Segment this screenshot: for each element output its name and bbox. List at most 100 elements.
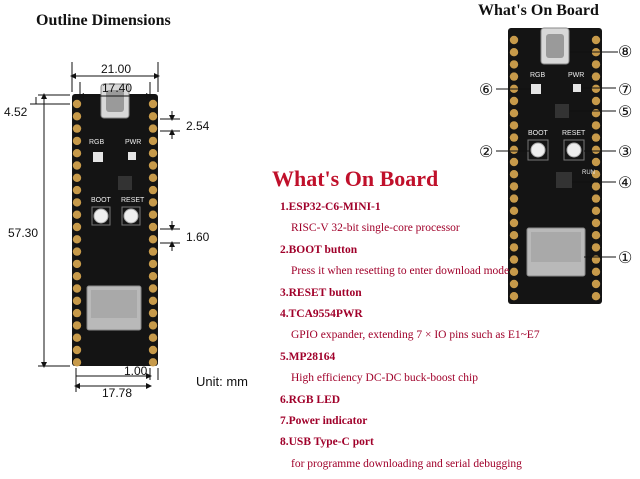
- right-boot-label: BOOT: [528, 130, 548, 137]
- pin-pad: [148, 198, 158, 207]
- right-board: [508, 27, 602, 304]
- left-board: [72, 83, 158, 367]
- left-boot-button: [93, 208, 109, 224]
- pin-pad: [72, 296, 82, 305]
- pin-pad: [72, 173, 82, 182]
- pin-pad: [591, 206, 601, 215]
- dim-thickness: 1.60: [186, 230, 210, 244]
- pin-pad: [509, 267, 519, 276]
- callout-8: ⑧: [618, 44, 633, 61]
- list-item-head: 5.MP28164: [280, 350, 336, 363]
- list-item-head: 1.ESP32-C6-MINI-1: [280, 201, 381, 213]
- left-boot-label: BOOT: [91, 197, 111, 204]
- pin-pad: [72, 321, 82, 330]
- left-chip: [118, 176, 132, 190]
- pin-pad: [591, 170, 601, 179]
- pin-pad: [509, 292, 519, 301]
- dim-usb-width: 17.40: [102, 81, 133, 95]
- pin-pad: [72, 272, 82, 281]
- dim-pin-pitch: 2.54: [186, 119, 210, 133]
- right-boot-button: [530, 142, 546, 158]
- pin-pad: [148, 333, 158, 342]
- pin-pad: [72, 333, 82, 342]
- pin-pad: [148, 345, 158, 355]
- pin-pad: [591, 35, 601, 45]
- pin-pad: [148, 235, 158, 244]
- pin-pad: [148, 173, 158, 182]
- pin-pad: [148, 296, 158, 305]
- left-dimension-lines: [30, 62, 180, 392]
- pin-pad: [591, 243, 601, 252]
- pin-pad: [148, 136, 158, 146]
- pin-pad: [591, 231, 601, 240]
- pin-pad: [148, 161, 158, 170]
- dim-length: 57.30: [8, 226, 39, 240]
- pin-pad: [509, 133, 519, 142]
- pin-pad: [509, 35, 519, 45]
- left-reset-frame: [121, 206, 141, 226]
- pin-pad: [148, 272, 158, 281]
- pin-pad: [591, 218, 601, 228]
- list-item-desc: High efficiency DC-DC buck-boost chip: [291, 372, 478, 385]
- right-reset-button: [566, 142, 582, 158]
- right-reset-frame: [563, 139, 585, 161]
- pin-pad: [72, 136, 82, 146]
- right-rgb-led: [531, 84, 541, 94]
- pin-pad: [72, 185, 82, 195]
- pin-pad: [591, 292, 601, 301]
- callout-1: ①: [618, 250, 633, 267]
- whats-on-board-top-title: What's On Board: [478, 2, 599, 19]
- right-rgb-label: RGB: [530, 72, 546, 79]
- pin-pad: [148, 247, 158, 256]
- pin-pad: [148, 99, 158, 109]
- pin-pad: [591, 279, 601, 289]
- callout-lines: [496, 51, 618, 258]
- pin-pad: [148, 149, 158, 158]
- left-reset-label: RESET: [121, 197, 145, 204]
- pin-pad: [509, 109, 519, 118]
- pin-pad: [591, 60, 601, 69]
- pin-pad: [591, 157, 601, 167]
- callout-7: ⑦: [618, 82, 633, 99]
- callout-6: ⑥: [479, 82, 494, 99]
- pin-pad: [509, 48, 519, 57]
- pin-pad: [72, 112, 82, 121]
- pin-pad: [148, 185, 158, 195]
- pin-pad: [509, 206, 519, 215]
- right-reset-label: RESET: [562, 130, 586, 137]
- pin-pad: [72, 247, 82, 256]
- pin-pad: [72, 235, 82, 244]
- list-title: What's On Board: [272, 166, 439, 191]
- right-module-shield: [531, 232, 581, 262]
- list-item-desc: RISC-V 32-bit single-core processor: [291, 222, 460, 235]
- callout-5: ⑤: [618, 104, 633, 121]
- pin-pad: [72, 124, 82, 133]
- pin-pad: [72, 308, 82, 318]
- pin-pad: [509, 157, 519, 167]
- pin-pad: [72, 284, 82, 293]
- callout-2: ②: [479, 144, 494, 161]
- pin-pad: [148, 210, 158, 219]
- pin-pad: [591, 182, 601, 191]
- pin-pad: [148, 321, 158, 330]
- pin-pad: [509, 218, 519, 228]
- right-dcdc-chip: [555, 104, 569, 118]
- unit-label: Unit: mm: [196, 374, 248, 389]
- list-item-head: 8.USB Type-C port: [280, 436, 374, 449]
- pin-pad: [509, 121, 519, 130]
- pin-pad: [591, 96, 601, 106]
- pin-pad: [509, 72, 519, 81]
- right-tca-chip: [556, 172, 572, 188]
- pin-pad: [148, 259, 158, 269]
- pin-pad: [72, 149, 82, 158]
- pin-pad: [509, 145, 519, 154]
- pin-pad: [72, 198, 82, 207]
- pin-pad: [591, 194, 601, 203]
- left-rgb-led: [93, 152, 103, 162]
- dim-pin-span: 17.78: [102, 386, 133, 400]
- pin-pad: [72, 345, 82, 355]
- dim-bottom-gap: 1.00: [124, 364, 148, 378]
- pin-pad: [591, 109, 601, 118]
